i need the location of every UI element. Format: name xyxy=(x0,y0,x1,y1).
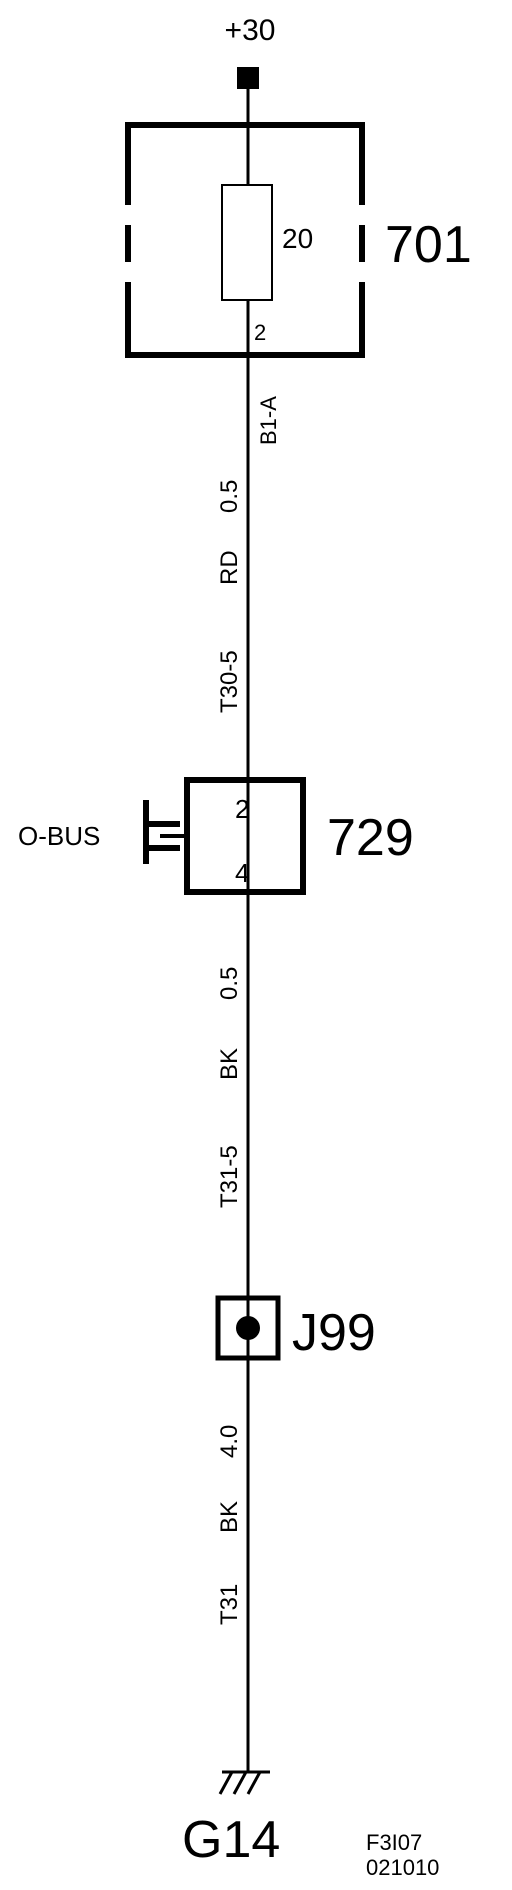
supply-label: +30 xyxy=(225,14,276,47)
bus-connector-icon xyxy=(143,800,185,864)
wire-upper-color: RD xyxy=(216,550,243,585)
module-pin-in: 2 xyxy=(235,794,249,824)
footer-date: 021010 xyxy=(366,1855,440,1880)
wire-lower-name: T31 xyxy=(216,1584,243,1625)
fuse-element xyxy=(221,184,273,301)
ground-id: G14 xyxy=(182,1811,280,1869)
fuse-box-id: 701 xyxy=(385,216,472,274)
fuse-rating: 20 xyxy=(282,223,313,254)
fuse-pin: 2 xyxy=(254,320,266,345)
connector-label: B1-A xyxy=(256,396,281,445)
wire-middle-name: T31-5 xyxy=(216,1145,243,1208)
ground-icon xyxy=(218,1770,270,1795)
wire-middle-size: 0.5 xyxy=(216,967,243,1000)
module-box xyxy=(184,777,306,895)
module-pin-out: 4 xyxy=(235,858,249,888)
footer: F3I07 021010 xyxy=(366,1830,439,1880)
wire-upper-size: 0.5 xyxy=(216,480,243,513)
footer-code: F3I07 xyxy=(366,1830,423,1855)
junction-id: J99 xyxy=(292,1304,376,1362)
wire-middle-color: BK xyxy=(216,1048,243,1080)
fuse-box xyxy=(125,122,365,358)
wire-upper-name: T30-5 xyxy=(216,650,243,713)
module-id: 729 xyxy=(327,809,414,867)
supply-terminal xyxy=(237,67,259,89)
bus-label: O-BUS xyxy=(18,821,100,851)
wire-lower-size: 4.0 xyxy=(216,1425,243,1458)
junction-dot-icon xyxy=(236,1316,260,1340)
wire-lower-color: BK xyxy=(216,1501,243,1533)
